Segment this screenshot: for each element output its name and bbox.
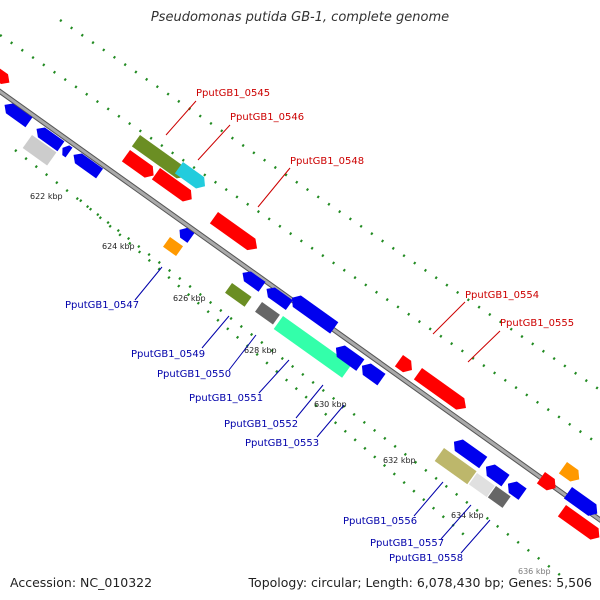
gene-PputGB1_0550[interactable] — [255, 302, 280, 325]
reverse-gene-labels: PputGB1_0547 PputGB1_0549 PputGB1_0550 P… — [65, 300, 463, 564]
label-PputGB1_0545[interactable]: PputGB1_0545 — [196, 88, 270, 99]
label-PputGB1_0552[interactable]: PputGB1_0552 — [224, 419, 298, 430]
label-PputGB1_0549[interactable]: PputGB1_0549 — [131, 349, 205, 360]
gene-PputGB1_0551[interactable] — [273, 316, 352, 378]
gene-PputGB1_0557[interactable] — [468, 473, 495, 498]
gene-0544-partial[interactable] — [0, 65, 13, 88]
forward-gene-labels: PputGB1_0545 PputGB1_0546 PputGB1_0548 P… — [196, 88, 574, 329]
gene-forward-c[interactable] — [536, 472, 560, 494]
gene-reverse-f[interactable] — [263, 284, 293, 311]
gene-reverse-h[interactable] — [450, 436, 488, 469]
accession-label: Accession: — [10, 575, 77, 590]
gene-PputGB1_0556[interactable] — [434, 448, 477, 485]
gene-reverse-g[interactable] — [288, 292, 339, 334]
gene-reverse-c[interactable] — [59, 143, 73, 158]
tick-624: 624 kbp — [102, 242, 135, 251]
map-title: Pseudomonas putida GB-1, complete genome — [150, 10, 450, 25]
tick-634: 634 kbp — [451, 511, 484, 520]
tick-636: 636 kbp — [518, 567, 551, 576]
gene-PputGB1_0546[interactable] — [174, 162, 209, 192]
label-PputGB1_0554[interactable]: PputGB1_0554 — [465, 290, 539, 301]
genes-value: 5,506 — [556, 575, 592, 590]
gene-PputGB1_0548[interactable] — [209, 212, 261, 254]
label-PputGB1_0546[interactable]: PputGB1_0546 — [230, 112, 304, 123]
gene-reverse-i[interactable] — [482, 461, 510, 487]
callout-lines-reverse — [134, 266, 491, 554]
genome-stats: Topology: circular; Length: 6,078,430 bp… — [248, 575, 592, 590]
tick-632: 632 kbp — [383, 456, 416, 465]
gene-reverse-a[interactable] — [1, 100, 33, 128]
gene-PputGB1_0558[interactable] — [487, 486, 511, 508]
label-PputGB1_0550[interactable]: PputGB1_0550 — [157, 369, 231, 380]
accession-info: Accession: NC_010322 — [10, 575, 152, 590]
genes-label: Genes: — [508, 575, 553, 590]
gene-PputGB1_0553[interactable] — [358, 360, 386, 386]
label-PputGB1_0558[interactable]: PputGB1_0558 — [389, 553, 463, 564]
gene-PputGB1_0549[interactable] — [225, 283, 252, 307]
gene-reverse-b[interactable] — [33, 124, 65, 152]
label-PputGB1_0551[interactable]: PputGB1_0551 — [189, 393, 263, 404]
gene-PputGB1_0554[interactable] — [394, 355, 416, 376]
gene-forward-d[interactable] — [558, 462, 583, 485]
callout-lines-forward — [165, 100, 501, 363]
tick-622: 622 kbp — [30, 192, 63, 201]
tick-labels: 622 kbp 624 kbp 626 kbp 628 kbp 630 kbp … — [30, 192, 551, 576]
gene-forward-f[interactable] — [557, 505, 600, 543]
reverse-strand-genes — [1, 100, 527, 508]
gene-forward-b[interactable] — [151, 168, 196, 205]
topology-label: Topology: — [248, 575, 308, 590]
label-PputGB1_0555[interactable]: PputGB1_0555 — [500, 318, 574, 329]
gene-reverse-j[interactable] — [504, 478, 527, 500]
label-PputGB1_0547[interactable]: PputGB1_0547 — [65, 300, 139, 311]
dotted-line-outer-2 — [59, 18, 600, 392]
gene-forward-a[interactable] — [121, 150, 158, 181]
topology-value: circular — [311, 575, 358, 590]
tick-630: 630 kbp — [314, 400, 347, 409]
gene-reverse-e[interactable] — [239, 268, 266, 292]
gene-reverse-d[interactable] — [70, 150, 104, 179]
label-PputGB1_0553[interactable]: PputGB1_0553 — [245, 438, 319, 449]
gene-PputGB1_0552[interactable] — [332, 342, 365, 371]
gene-PputGB1_0547[interactable] — [163, 237, 184, 257]
label-PputGB1_0548[interactable]: PputGB1_0548 — [290, 156, 364, 167]
gene-PputGB1_0545[interactable] — [131, 135, 191, 182]
length-value: 6,078,430 bp — [416, 575, 501, 590]
label-PputGB1_0556[interactable]: PputGB1_0556 — [343, 516, 417, 527]
tick-628: 628 kbp — [244, 346, 277, 355]
accession-value: NC_010322 — [80, 575, 153, 590]
label-PputGB1_0557[interactable]: PputGB1_0557 — [370, 538, 444, 549]
dotted-line-outer — [0, 33, 600, 447]
tick-626: 626 kbp — [173, 294, 206, 303]
gene-forward-e[interactable] — [563, 487, 600, 519]
forward-strand-genes — [0, 65, 600, 543]
gene-PputGB1_0547-blue[interactable] — [176, 225, 195, 243]
gene-reverse-gray[interactable] — [22, 135, 57, 166]
length-label: Length: — [365, 575, 413, 590]
gene-PputGB1_0555[interactable] — [413, 368, 470, 414]
